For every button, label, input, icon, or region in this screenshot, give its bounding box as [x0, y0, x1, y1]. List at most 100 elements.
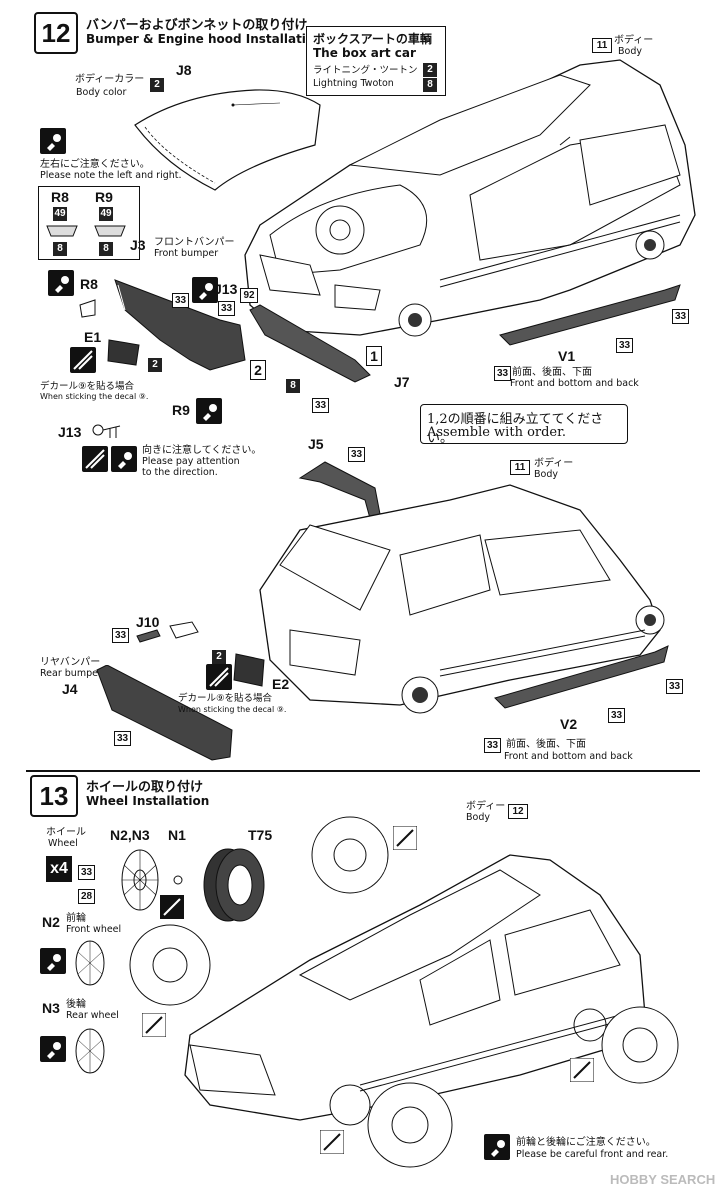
- part-n2n3-label: N2,N3: [110, 827, 150, 843]
- body-color-jp: ボディーカラー: [75, 74, 145, 85]
- paint-icon: [484, 1134, 510, 1160]
- rear-bumper-j4-drawing: [96, 665, 233, 761]
- body-ref-en: Body: [618, 46, 642, 57]
- part-n2-label: N2: [42, 914, 60, 930]
- direction-note-en2: to the direction.: [142, 467, 218, 478]
- body-ref-en: Body: [466, 812, 490, 823]
- color-code-badge: 33: [112, 628, 129, 643]
- color-code-badge: 33: [666, 679, 683, 694]
- step-12-number: 12: [34, 12, 78, 54]
- order-note-jp: 1,2の順番に組み立ててください。: [427, 412, 604, 446]
- front-rear-note-en: Please be careful front and rear.: [516, 1149, 669, 1160]
- front-rear-note-jp: 前輪と後輪にご注意ください。: [516, 1137, 656, 1148]
- color-code-badge: 8: [286, 379, 300, 393]
- note-lr-jp: 左右にご注意ください。: [40, 159, 150, 170]
- rear-wheel-drawing: [75, 1028, 105, 1074]
- boxart-title-jp: ボックスアートの車輌: [313, 32, 432, 46]
- decal-icon: [206, 664, 232, 690]
- v1-note-jp: 前面、後面、下面: [512, 367, 592, 378]
- no-glue-icon: [570, 1058, 594, 1082]
- color-code-badge: 8: [423, 78, 437, 92]
- paint-icon: [40, 1036, 66, 1062]
- decal-note2-en: When sticking the decal ⑨.: [178, 705, 287, 714]
- boxart-color-jp: ライトニング・ツートン: [313, 65, 418, 76]
- part-v2-label: V2: [560, 716, 578, 732]
- part-j7-label: J7: [394, 374, 410, 390]
- v1-note-en: Front and bottom and back: [510, 378, 639, 389]
- section-divider: [26, 770, 700, 772]
- part-j13-label: J13: [214, 281, 238, 297]
- j13-part-drawing: [92, 424, 121, 438]
- color-code-badge: 33: [616, 338, 633, 353]
- part-v1-label: V1: [558, 348, 576, 364]
- grille-e1-drawing: [107, 339, 140, 366]
- front-wheel-en: Front wheel: [66, 924, 122, 935]
- no-glue-icon: [142, 1013, 166, 1037]
- no-glue-icon: [160, 895, 184, 919]
- step-13-title-en: Wheel Installation: [86, 794, 210, 808]
- v2-note-jp: 前面、後面、下面: [506, 739, 586, 750]
- car-front-body-drawing: [244, 59, 696, 337]
- no-glue-icon: [320, 1130, 344, 1154]
- rear-bumper-en: Rear bumper: [40, 668, 102, 679]
- color-code-badge: 33: [172, 293, 189, 308]
- part-j5-label: J5: [308, 436, 324, 452]
- decal-note2-jp: デカール⑨を貼る場合: [178, 693, 273, 704]
- direction-note-jp: 向きに注意してください。: [142, 445, 262, 456]
- color-code-badge: 33: [608, 708, 625, 723]
- part-j13-label: J13: [58, 424, 82, 440]
- body-ref-badge: 11: [510, 460, 530, 475]
- front-bumper-en: Front bumper: [154, 248, 219, 259]
- color-code-badge: 33: [312, 398, 329, 413]
- boxart-title-en: The box art car: [313, 46, 416, 60]
- boxart-box: ボックスアートの車輌 The box art car ライトニング・ツートン L…: [306, 26, 446, 96]
- j10-part-drawing: [136, 621, 199, 643]
- color-code-badge: 49: [99, 207, 113, 221]
- order-note-box: 1,2の順番に組み立ててください。 Assemble with order.: [420, 404, 628, 446]
- body-ref-jp: ボディー: [466, 801, 506, 812]
- step-13-number: 13: [30, 775, 78, 817]
- assembly-step-1-badge: 1: [366, 346, 382, 366]
- paint-icon: [192, 277, 218, 303]
- order-note-en: Assemble with order.: [427, 425, 567, 440]
- part-t75-label: T75: [248, 827, 273, 843]
- direction-note-en1: Please pay attention: [142, 456, 240, 467]
- part-j3-label: J3: [130, 237, 146, 253]
- paint-icon: [196, 398, 222, 424]
- decal-note-jp: デカール⑨を貼る場合: [40, 381, 135, 392]
- rear-wheel-jp: 後輪: [66, 999, 86, 1010]
- part-j8-label: J8: [176, 62, 192, 78]
- color-code-badge: 92: [240, 288, 258, 303]
- body-color-en: Body color: [76, 87, 127, 98]
- wheel-jp: ホイール: [46, 827, 86, 838]
- no-glue-icon: [393, 826, 417, 850]
- decal-icon: [82, 446, 108, 472]
- part-n3-label: N3: [42, 1000, 60, 1016]
- color-code-badge: 2: [148, 358, 162, 372]
- lamp-parts-drawing: [46, 225, 126, 237]
- front-lip-j7-drawing: [249, 304, 371, 383]
- paint-icon: [48, 270, 74, 296]
- side-skirt-v1-drawing: [499, 284, 681, 346]
- part-e1-label: E1: [84, 329, 102, 345]
- side-skirt-v2-drawing: [494, 645, 669, 709]
- part-r9-label: R9: [172, 402, 190, 418]
- body-ref-jp: ボディー: [534, 458, 574, 469]
- wheel-en: Wheel: [48, 838, 78, 849]
- step-13-title-jp: ホイールの取り付け: [86, 780, 204, 795]
- step-12-title-jp: バンパーおよびボンネットの取り付け: [86, 18, 308, 33]
- assembly-step-2-badge: 2: [250, 360, 266, 380]
- hood-drawing: [134, 89, 321, 191]
- car-wheel-installation-drawing: [129, 816, 679, 1168]
- color-code-badge: 33: [114, 731, 131, 746]
- step-12-title-en: Bumper & Engine hood Installation: [86, 32, 323, 46]
- boxart-color-en: Lightning Twoton: [313, 78, 394, 89]
- body-ref-badge: 12: [508, 804, 528, 819]
- wheel-qty-badge: x4: [46, 856, 72, 882]
- color-code-badge: 33: [484, 738, 501, 753]
- color-code-badge: 8: [53, 242, 67, 256]
- body-ref-en: Body: [534, 469, 558, 480]
- r8-r9-detail-box: R8 R9 49 49 8 8: [38, 186, 140, 260]
- decal-note-en: When sticking the decal ⑨.: [40, 392, 149, 401]
- color-code-badge: 8: [99, 242, 113, 256]
